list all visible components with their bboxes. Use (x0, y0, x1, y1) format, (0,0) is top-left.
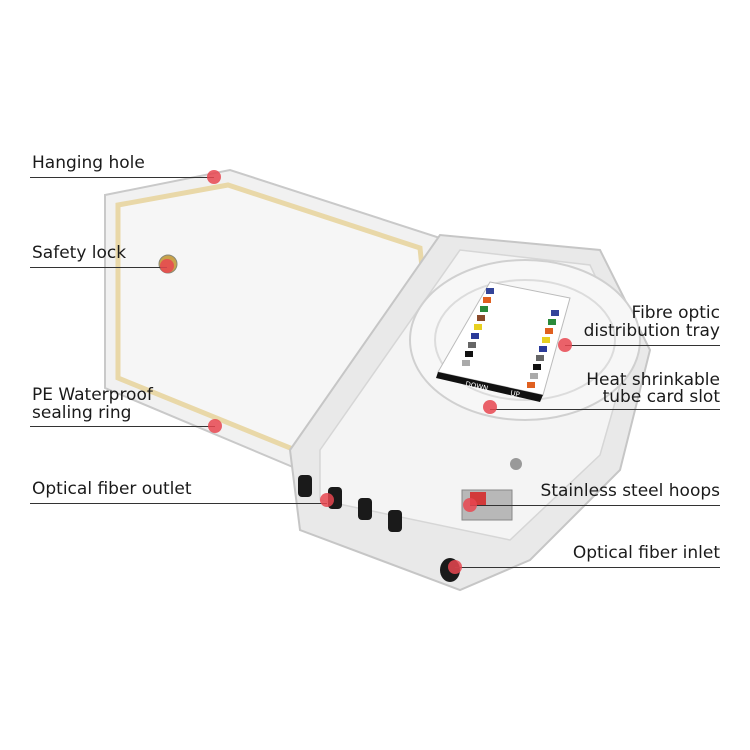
label-safety-lock: Safety lock (32, 243, 127, 263)
marker-dot (320, 493, 334, 507)
leader-line (30, 426, 215, 427)
label-sealing-ring: sealing ring (32, 403, 132, 423)
marker-dot (448, 560, 462, 574)
label-optical-fiber-outlet: Optical fiber outlet (32, 479, 192, 499)
label-optical-fiber-inlet: Optical fiber inlet (572, 543, 720, 563)
marker-dot (558, 338, 572, 352)
leader-line (565, 345, 720, 346)
leader-line (490, 409, 720, 410)
marker-dot (463, 498, 477, 512)
marker-dot (207, 170, 221, 184)
marker-dot (483, 400, 497, 414)
label-heat-shrinkable: Heat shrinkable (586, 370, 720, 390)
label-fibre-optic: Fibre optic (631, 303, 720, 323)
card-up-text: UP (510, 389, 521, 399)
leader-line (30, 267, 167, 268)
leader-line (30, 503, 327, 504)
leader-line (455, 567, 720, 568)
leader-line (470, 505, 720, 506)
marker-dot (160, 259, 174, 273)
leader-line (30, 177, 214, 178)
label-tube-card-slot: tube card slot (602, 387, 720, 407)
label-hanging-hole: Hanging hole (32, 153, 145, 173)
marker-dot (208, 419, 222, 433)
label-distribution-tray: distribution tray (583, 321, 720, 341)
tray-inner-ring (434, 279, 616, 401)
fiber-label-card: DOWN UP (436, 281, 571, 402)
label-stainless-steel-hoops: Stainless steel hoops (540, 481, 720, 501)
label-pe-waterproof: PE Waterproof (32, 385, 153, 405)
